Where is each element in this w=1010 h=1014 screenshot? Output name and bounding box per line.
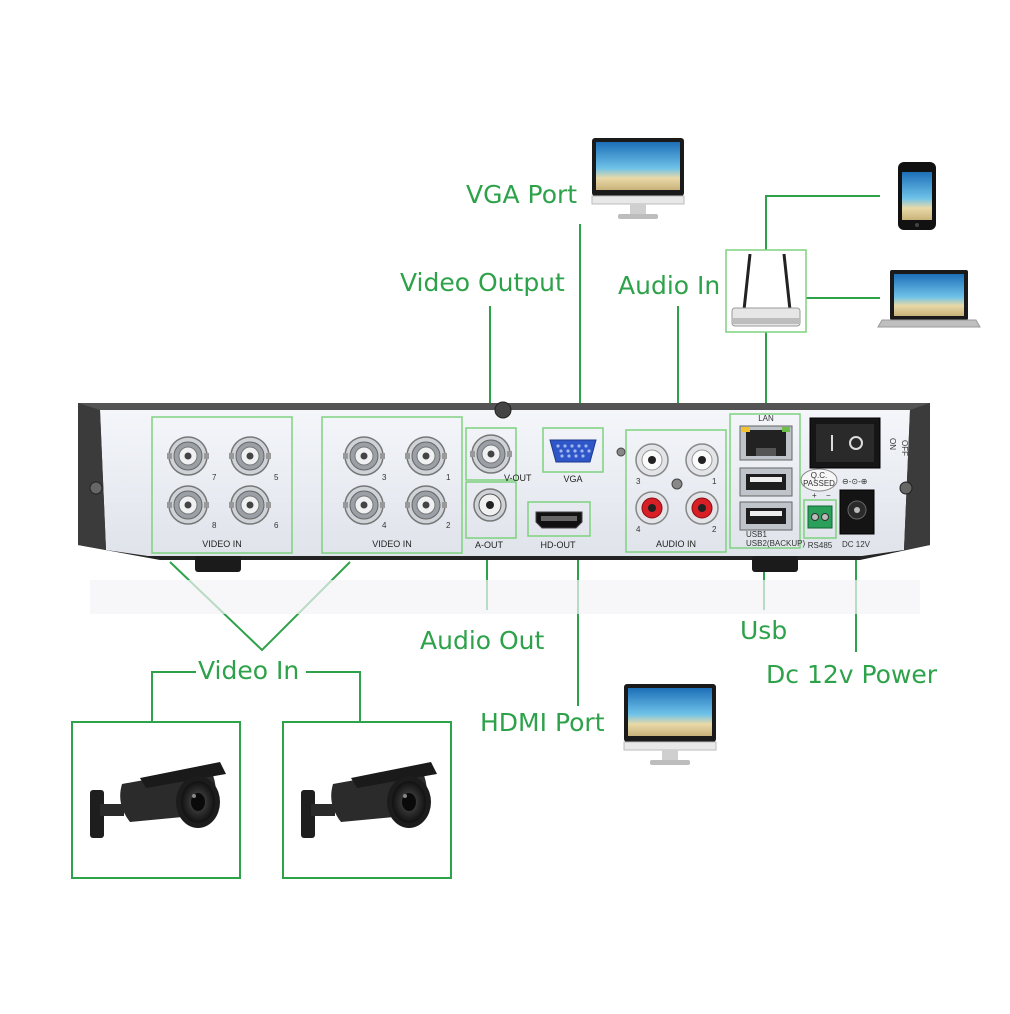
lan-label: LAN xyxy=(758,414,774,423)
rca-red xyxy=(685,491,719,525)
screw-left xyxy=(89,481,103,495)
dc12v-label: DC 12V xyxy=(842,540,871,549)
bnc-number: 4 xyxy=(382,521,387,530)
power-switch: ON OFF xyxy=(809,417,909,469)
bnc-number: 2 xyxy=(446,521,451,530)
router-phone-line xyxy=(765,195,880,250)
audio-number: 2 xyxy=(712,525,717,534)
foot-left xyxy=(195,556,241,572)
rs485-minus: − xyxy=(826,491,831,500)
camera-right xyxy=(301,762,437,838)
dc-12v-port: ⊖-⊙-⊕ DC 12V xyxy=(839,477,875,549)
audio-number: 4 xyxy=(636,525,641,534)
svg-text:⊖-⊙-⊕: ⊖-⊙-⊕ xyxy=(842,477,867,486)
vga-label: VGA xyxy=(563,474,582,484)
audio-in-group: 3 1 4 2 AUDIO IN xyxy=(625,429,727,553)
laptop xyxy=(877,270,981,328)
vga-port: VGA xyxy=(542,427,626,484)
video-in-right-line xyxy=(306,671,361,722)
video-in-left-group: 7 5 8 6 VIDEO IN xyxy=(151,416,293,554)
dc-power-callout: Dc 12v Power xyxy=(766,660,938,689)
video-in-callout: Video In xyxy=(198,656,300,685)
rca-white xyxy=(635,443,669,477)
v-out-port: V-OUT xyxy=(465,427,532,483)
qc-line1: Q.C. xyxy=(811,471,827,480)
v-out-label: V-OUT xyxy=(504,473,532,483)
rca-red xyxy=(635,491,669,525)
audio-number: 3 xyxy=(636,477,641,486)
qc-sticker: Q.C. PASSED xyxy=(800,468,838,492)
vga-monitor xyxy=(591,137,685,220)
video-in-left-line xyxy=(151,671,196,722)
hd-out-label: HD-OUT xyxy=(541,540,576,550)
video-in-left-label: VIDEO IN xyxy=(202,539,242,549)
audio-number: 1 xyxy=(712,477,717,486)
video-in-right-group: 3 1 4 2 VIDEO IN xyxy=(321,416,463,554)
foot-right xyxy=(752,556,798,572)
a-out-label: A-OUT xyxy=(475,540,504,550)
hdmi-port: HD-OUT xyxy=(527,501,591,550)
screw-right xyxy=(899,481,913,495)
bnc-number: 7 xyxy=(212,473,217,482)
usb1-label: USB1 xyxy=(746,530,767,539)
smartphone xyxy=(898,162,936,230)
audio-out-callout: Audio Out xyxy=(420,626,545,655)
rca-white xyxy=(685,443,719,477)
switch-off-label: OFF xyxy=(900,440,909,456)
hdmi-port-callout: HDMI Port xyxy=(480,708,605,737)
video-output-callout: Video Output xyxy=(400,268,565,297)
rs485-plus: + xyxy=(812,491,817,500)
lan-port xyxy=(739,425,793,461)
camera-box-right xyxy=(282,721,452,879)
hdmi-monitor xyxy=(623,683,717,766)
screw-top xyxy=(494,401,512,419)
bnc-number: 5 xyxy=(274,473,279,482)
usb2-label: USB2(BACKUP) xyxy=(746,539,805,548)
bnc-number: 6 xyxy=(274,521,279,530)
ground-screw xyxy=(671,478,683,490)
qc-line2: PASSED xyxy=(803,479,835,488)
lan-usb-group: LAN USB1 USB2(BACKUP) xyxy=(729,413,805,549)
bnc-number: 8 xyxy=(212,521,217,530)
usb-port xyxy=(739,467,793,497)
audio-in-callout: Audio In xyxy=(618,271,721,300)
a-out-port: A-OUT xyxy=(465,481,517,550)
bnc-number: 1 xyxy=(446,473,451,482)
audio-in-label: AUDIO IN xyxy=(656,539,696,549)
camera-box-left xyxy=(71,721,241,879)
router xyxy=(725,249,807,333)
switch-on-label: ON xyxy=(888,438,897,450)
bnc-number: 3 xyxy=(382,473,387,482)
vga-port-callout: VGA Port xyxy=(466,180,578,209)
rs485-label: RS485 xyxy=(808,541,833,550)
usb-port xyxy=(739,501,793,531)
video-in-right-label: VIDEO IN xyxy=(372,539,412,549)
rs485-port: + − RS485 xyxy=(803,491,837,550)
camera-left xyxy=(90,762,226,838)
usb-callout: Usb xyxy=(740,616,788,645)
